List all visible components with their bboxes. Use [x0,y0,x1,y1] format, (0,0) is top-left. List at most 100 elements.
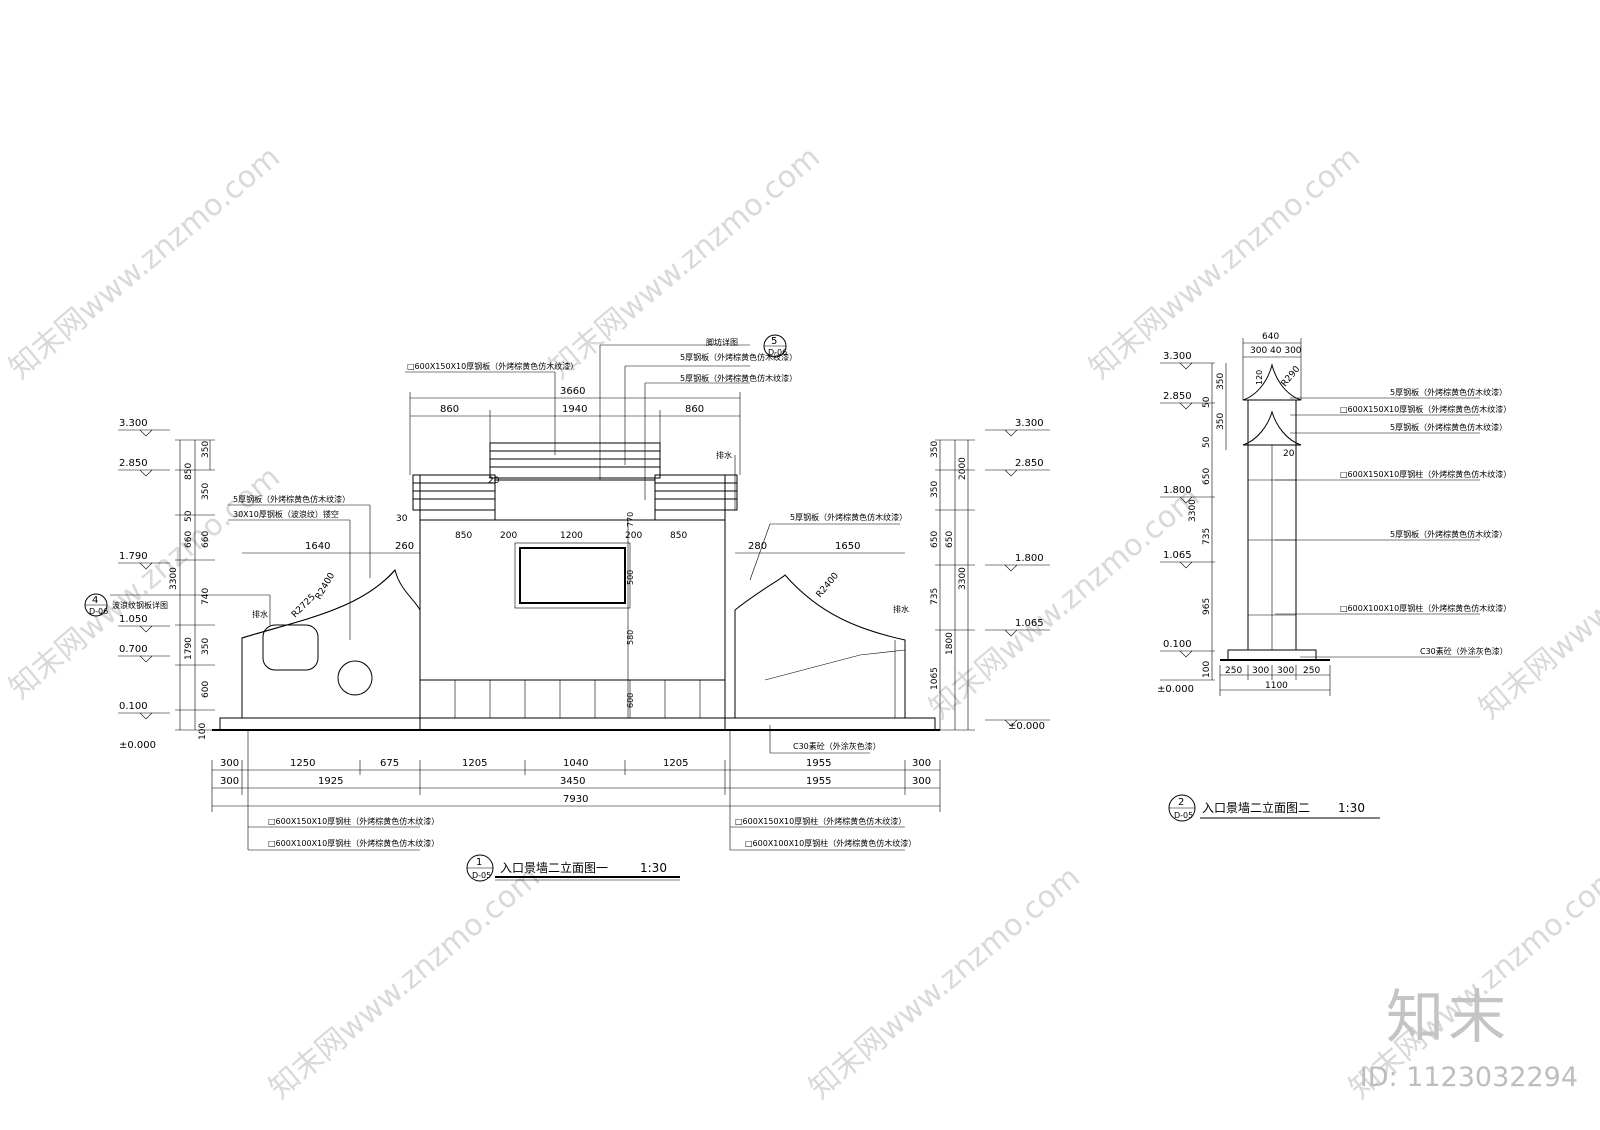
elev-label: 3.300 [1163,351,1192,362]
leader-lines [110,344,900,754]
note-label: □600X150X10厚钢柱（外烤棕黄色仿木纹漆） [1340,469,1511,479]
column-joints [1248,445,1296,650]
round-window [337,660,373,696]
svg-text:D-06: D-06 [89,607,108,616]
bottom-dim: 300 [912,776,931,787]
right-vdim: 1800 [945,632,955,655]
note-label: 30X10厚钢板（波浪纹）镂空 [233,509,339,519]
elev2-vdim: 650 [1202,468,1212,485]
column-collar [1242,410,1302,446]
note-label: □600X100X10厚钢柱（外烤棕黄色仿木纹漆） [268,838,439,848]
svg-text:D-05: D-05 [1174,811,1193,820]
note-label: 排水 [893,604,909,614]
note-label: 5厚钢板（外烤棕黄色仿木纹漆） [680,373,797,383]
elev-label: 0.100 [1163,639,1192,650]
top-dim: 860 [685,404,704,415]
detail-callout-5: 5 D-06 [763,334,787,358]
elev2-bottom-dim: 1100 [1265,681,1288,691]
note-label: C30素砼（外涂灰色漆） [793,741,881,751]
elev2-radius: R290 [1280,364,1303,389]
left-elev-marks [118,429,170,720]
top-dim-lines [409,392,741,475]
wall-vdim: 580 [626,630,635,645]
svg-text:5: 5 [771,336,777,347]
right-vdim: 3300 [958,567,968,590]
right-vdim: 2000 [958,457,968,480]
drawing-title: 入口景墙二立面图二 [1202,800,1310,815]
wall-dim: 850 [455,531,472,541]
note-label: 5厚钢板（外烤棕黄色仿木纹漆） [680,352,797,362]
note-label: □600X150X10厚钢板（外烤棕黄色仿木纹漆） [1340,404,1511,414]
watermark-text: 知末网www.znzmo.com [803,860,1087,1106]
wall-dim: 20 [488,476,500,486]
right-dim-chain [935,439,975,731]
elev-label: 1.790 [119,551,148,562]
watermark-text: 知末网www.znzmo.com [1473,480,1600,726]
elevation-1-title: 1 D-05 入口景墙二立面图一 1:30 [466,854,680,882]
wall-dim: 850 [670,531,687,541]
elev-label: 1.800 [1163,485,1192,496]
elev-label: 0.700 [119,644,148,655]
note-label: 5厚钢板（外烤棕黄色仿木纹漆） [233,494,350,504]
elev2-bottom-dim: 300 [1252,666,1269,676]
wall-dim: 200 [500,531,517,541]
drawing-scale: 1:30 [1338,801,1365,815]
radius-label: R2400 [815,571,842,600]
right-vdim: 650 [930,531,940,548]
elev2-marks [1160,362,1215,681]
note-label: 排水 [252,609,268,619]
bottom-dim: 675 [380,758,399,769]
bottom-dim: 300 [912,758,931,769]
right-vdim: 350 [930,481,940,498]
wall-dim: 200 [625,531,642,541]
bottom-dim: 300 [220,776,239,787]
left-vdim: 740 [201,588,211,605]
elev2-small-dim: 120 [1255,370,1264,385]
right-swept-wall [734,574,906,719]
bottom-dim: 1250 [290,758,315,769]
top-dim: 860 [440,404,459,415]
detail-callout-4: 4 D-06 波浪纹钢板详图 [84,593,168,617]
wall-dim: 1200 [560,531,583,541]
side-dim: 260 [395,541,414,552]
column-cap [1242,363,1302,401]
note-label: 5厚钢板（外烤棕黄色仿木纹漆） [1390,422,1507,432]
svg-text:D-05: D-05 [472,871,491,880]
elev-label: 1.065 [1015,618,1044,629]
concrete-base [219,717,936,731]
elev2-leader-lines [1275,397,1480,658]
wall-base-panels [419,679,726,719]
wall-vdim: 770 [626,512,635,527]
elev-label: 2.850 [119,458,148,469]
svg-text:4: 4 [92,595,98,606]
elev2-bottom-dim: 300 [1277,666,1294,676]
elev2-vdim: 965 [1202,598,1212,615]
right-vdim: 650 [945,531,955,548]
top-dim: 1940 [562,404,587,415]
wall-vdim: 600 [626,693,635,708]
detail-callout-box [262,624,319,671]
elev2-vdim: 50 [1202,396,1212,408]
note-label: 脚坊详图 [706,337,738,347]
elev2-vdim: 735 [1202,528,1212,545]
elev-label: 2.850 [1015,458,1044,469]
elev-label: ±0.000 [1008,721,1045,732]
radius-label: R2400 [314,571,337,601]
left-vdim: 850 [184,463,194,480]
elevation-2: 3.300 2.850 1.800 1.065 0.100 ±0.000 350… [1157,332,1511,822]
radius-label: R2725 [290,592,318,620]
watermark-text: 知末网www.znzmo.com [263,860,547,1106]
elev2-vdim: 350 [1216,413,1226,430]
note-label: 5厚钢板（外烤棕黄色仿木纹漆） [790,512,907,522]
total-dim: 7930 [563,794,588,805]
elev-label: 3.300 [1015,418,1044,429]
elev2-bottom-dim: 250 [1303,666,1320,676]
left-vdim: 350 [201,441,211,458]
elev2-bottom-dim: 250 [1225,666,1242,676]
drawing-title: 入口景墙二立面图一 [500,860,608,875]
note-label: □600X100X10厚钢柱（外烤棕黄色仿木纹漆） [1340,603,1511,613]
elev2-small-dim: 20 [1283,449,1295,459]
right-vdim: 350 [930,441,940,458]
left-dim-chain [175,439,215,731]
elev2-vdim: 50 [1202,436,1212,448]
